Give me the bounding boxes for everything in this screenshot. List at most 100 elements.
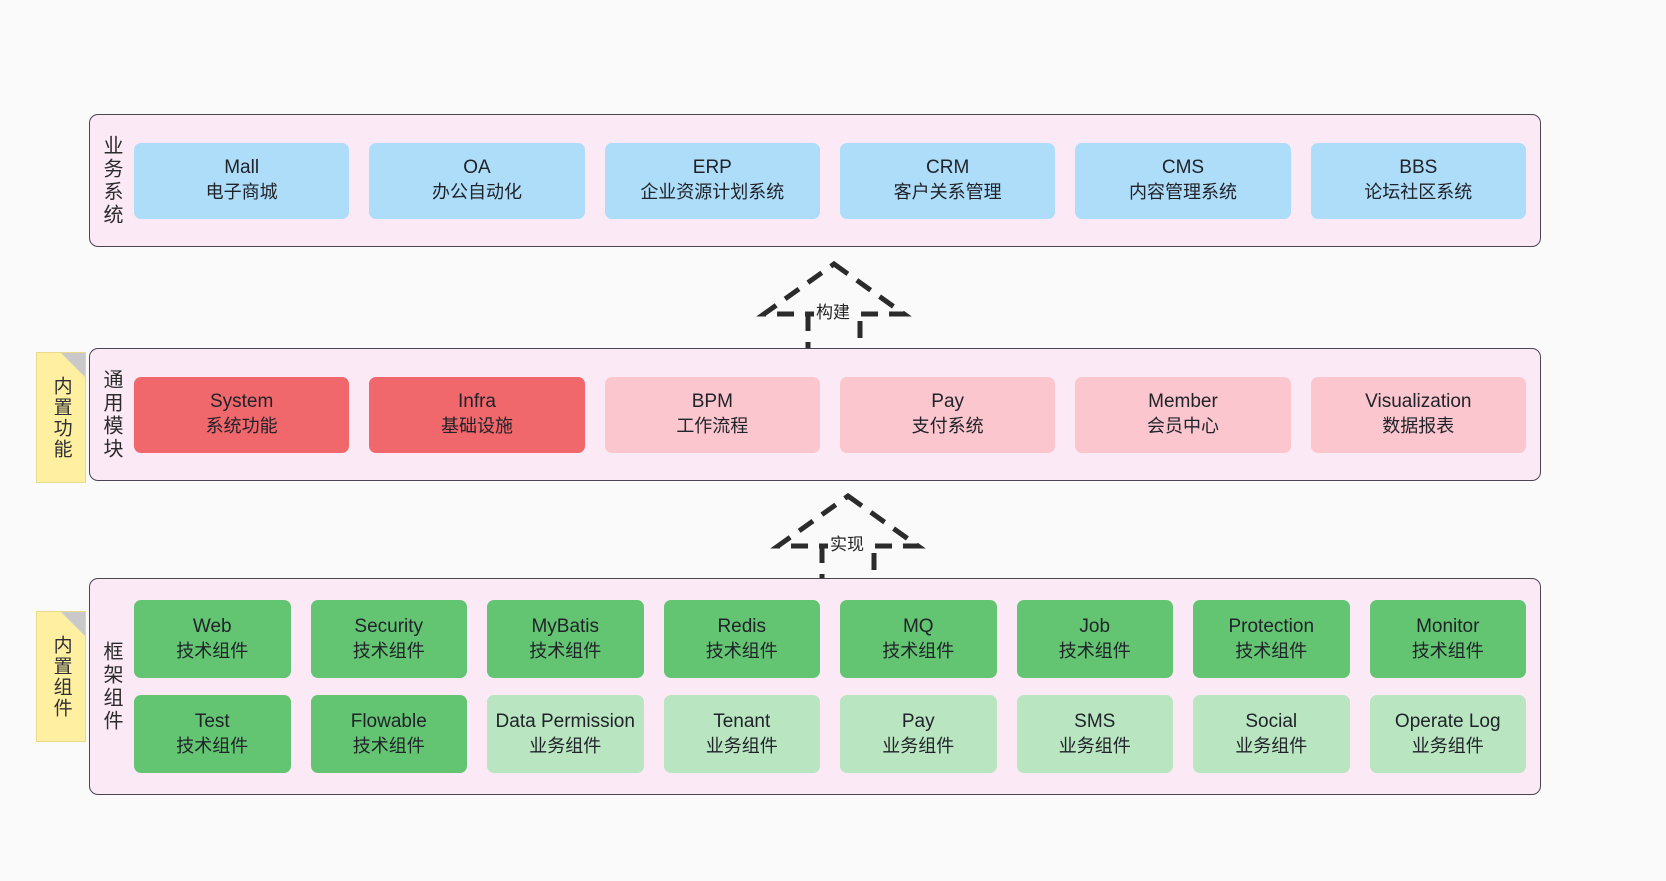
card-security[interactable]: Security 技术组件 [310, 600, 467, 678]
builtin-components-note: 内置组件 [36, 611, 86, 742]
card-sms[interactable]: SMS 业务组件 [1016, 695, 1173, 773]
card-title: Test [194, 710, 230, 732]
card-subtitle: 技术组件 [882, 640, 955, 661]
card-subtitle: 技术组件 [352, 640, 425, 661]
card-pay-component[interactable]: Pay 业务组件 [840, 695, 997, 773]
layer-body-common-modules: System 系统功能 Infra 基础设施 BPM 工作流程 Pay 支付系统… [132, 349, 1540, 480]
layer-body-business-systems: Mall 电子商城 OA 办公自动化 ERP 企业资源计划系统 CRM 客户关系… [132, 115, 1540, 246]
card-member[interactable]: Member 会员中心 [1075, 376, 1291, 453]
card-title: Redis [717, 615, 767, 637]
card-subtitle: 企业资源计划系统 [640, 182, 785, 203]
card-subtitle: 业务组件 [1235, 735, 1308, 756]
layer-business-systems: 业务系统 Mall 电子商城 OA 办公自动化 ERP 企业资源计划系统 CRM… [89, 114, 1541, 247]
card-crm[interactable]: CRM 客户关系管理 [839, 142, 1056, 219]
builtin-components-note-label: 内置组件 [50, 634, 72, 719]
card-subtitle: 业务组件 [1411, 735, 1484, 756]
card-subtitle: 技术组件 [176, 640, 249, 661]
card-subtitle: 论坛社区系统 [1364, 182, 1473, 203]
card-web[interactable]: Web 技术组件 [134, 600, 291, 678]
card-title: Pay [901, 710, 935, 732]
card-row: System 系统功能 Infra 基础设施 BPM 工作流程 Pay 支付系统… [134, 376, 1526, 453]
card-subtitle: 业务组件 [882, 735, 955, 756]
card-subtitle: 系统功能 [205, 416, 278, 437]
card-title: BBS [1399, 157, 1438, 179]
card-operate-log[interactable]: Operate Log 业务组件 [1369, 695, 1526, 773]
card-title: ERP [692, 157, 732, 179]
card-title: Infra [457, 391, 496, 413]
build-arrow-label: 构建 [814, 298, 852, 323]
card-subtitle: 工作流程 [676, 416, 749, 437]
card-monitor[interactable]: Monitor 技术组件 [1369, 600, 1526, 678]
card-social[interactable]: Social 业务组件 [1193, 695, 1350, 773]
card-system[interactable]: System 系统功能 [134, 376, 350, 453]
card-test[interactable]: Test 技术组件 [134, 695, 291, 773]
card-title: Pay [931, 391, 965, 413]
card-cms[interactable]: CMS 内容管理系统 [1075, 142, 1291, 219]
card-title: Social [1245, 710, 1298, 732]
card-visualization[interactable]: Visualization 数据报表 [1310, 376, 1526, 453]
card-subtitle: 基础设施 [440, 416, 513, 437]
card-mq[interactable]: MQ 技术组件 [840, 600, 997, 678]
card-protection[interactable]: Protection 技术组件 [1193, 600, 1350, 678]
card-tenant[interactable]: Tenant 业务组件 [663, 695, 820, 773]
card-subtitle: 客户关系管理 [893, 182, 1002, 203]
card-row: Test 技术组件 Flowable 技术组件 Data Permission … [134, 695, 1526, 773]
card-subtitle: 技术组件 [1058, 640, 1131, 661]
card-title: Operate Log [1394, 710, 1501, 732]
card-pay[interactable]: Pay 支付系统 [839, 376, 1056, 453]
card-data-permission[interactable]: Data Permission 业务组件 [487, 695, 644, 773]
card-title: Security [354, 615, 424, 637]
card-subtitle: 支付系统 [911, 416, 984, 437]
card-title: CMS [1161, 157, 1205, 179]
card-subtitle: 电子商城 [205, 182, 278, 203]
note-fold-corner-icon [61, 353, 85, 377]
card-subtitle: 技术组件 [1235, 640, 1308, 661]
card-title: Protection [1228, 615, 1315, 637]
card-title: BPM [691, 391, 733, 413]
layer-framework-components: 框架组件 Web 技术组件 Security 技术组件 MyBatis 技术组件… [89, 578, 1541, 795]
card-row: Web 技术组件 Security 技术组件 MyBatis 技术组件 Redi… [134, 600, 1526, 678]
card-subtitle: 业务组件 [1058, 735, 1131, 756]
card-subtitle: 技术组件 [1411, 640, 1484, 661]
card-title: Job [1079, 615, 1111, 637]
card-title: Flowable [350, 710, 427, 732]
card-flowable[interactable]: Flowable 技术组件 [310, 695, 467, 773]
card-oa[interactable]: OA 办公自动化 [369, 142, 585, 219]
card-bbs[interactable]: BBS 论坛社区系统 [1310, 142, 1526, 219]
layer-title-business-systems: 业务系统 [100, 134, 122, 227]
layer-body-framework-components: Web 技术组件 Security 技术组件 MyBatis 技术组件 Redi… [132, 579, 1540, 794]
build-arrow: 构建 [752, 258, 916, 359]
card-erp[interactable]: ERP 企业资源计划系统 [604, 142, 820, 219]
card-subtitle: 数据报表 [1382, 416, 1455, 437]
card-infra[interactable]: Infra 基础设施 [369, 376, 585, 453]
card-title: Member [1148, 391, 1218, 413]
card-subtitle: 业务组件 [529, 735, 602, 756]
card-redis[interactable]: Redis 技术组件 [663, 600, 820, 678]
layer-title-common-modules: 通用模块 [100, 368, 122, 461]
card-subtitle: 业务组件 [705, 735, 778, 756]
card-subtitle: 会员中心 [1146, 416, 1219, 437]
card-subtitle: 技术组件 [176, 735, 249, 756]
card-bpm[interactable]: BPM 工作流程 [604, 376, 820, 453]
card-title: OA [463, 157, 491, 179]
card-subtitle: 内容管理系统 [1128, 182, 1237, 203]
builtin-features-note-label: 内置功能 [50, 375, 72, 460]
card-title: Monitor [1416, 615, 1480, 637]
card-title: Visualization [1365, 391, 1472, 413]
layer-common-modules: 通用模块 System 系统功能 Infra 基础设施 BPM 工作流程 Pay… [89, 348, 1541, 481]
layer-title-framework-components: 框架组件 [100, 640, 122, 733]
card-title: MQ [902, 615, 934, 637]
card-mall[interactable]: Mall 电子商城 [134, 142, 350, 219]
card-subtitle: 办公自动化 [431, 182, 522, 203]
implement-arrow: 实现 [766, 490, 930, 591]
note-fold-corner-icon [61, 612, 85, 636]
card-mybatis[interactable]: MyBatis 技术组件 [487, 600, 644, 678]
card-subtitle: 技术组件 [529, 640, 602, 661]
card-job[interactable]: Job 技术组件 [1016, 600, 1173, 678]
card-title: CRM [926, 157, 970, 179]
card-subtitle: 技术组件 [705, 640, 778, 661]
implement-arrow-label: 实现 [828, 530, 866, 555]
card-title: Tenant [713, 710, 771, 732]
card-title: MyBatis [531, 615, 600, 637]
